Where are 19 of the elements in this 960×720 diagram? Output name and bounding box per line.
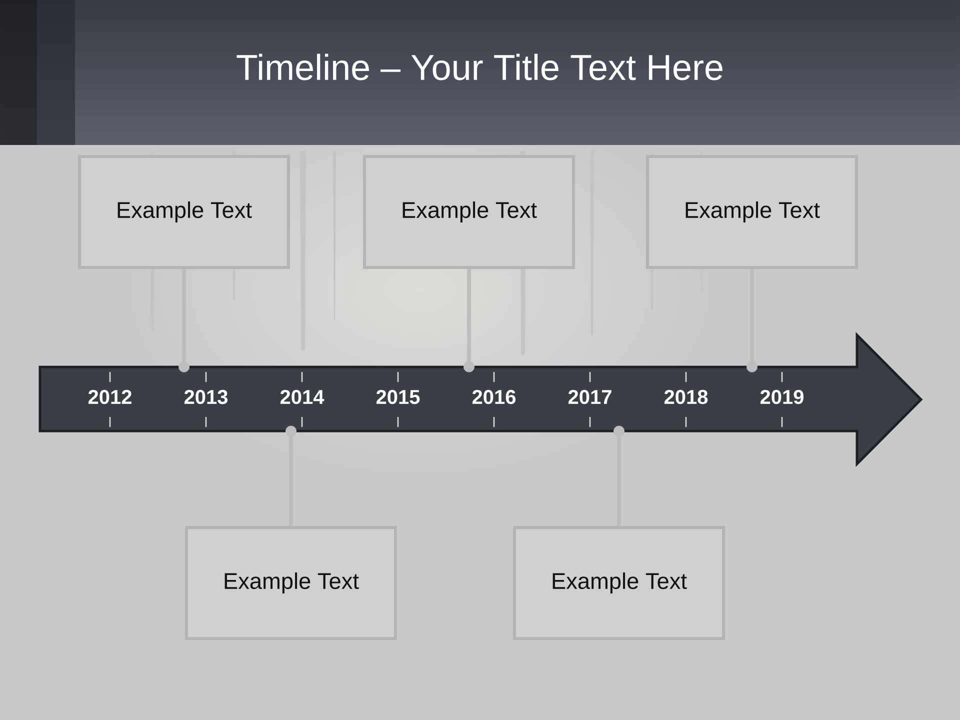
connector-line	[614, 426, 624, 526]
connector-line	[286, 426, 296, 526]
year-label: 2016	[472, 390, 516, 404]
title: Timeline – Your Title Text Here	[236, 54, 722, 80]
year-label: 2013	[184, 390, 228, 404]
year-label: 2017	[568, 390, 612, 404]
text-box: Example Text	[513, 526, 725, 640]
year-label: 2015	[376, 390, 420, 404]
text-box: Example Text	[185, 526, 397, 640]
text-box: Example Text	[78, 155, 290, 269]
year-label: 2012	[88, 390, 132, 404]
year-label: 2014	[280, 390, 324, 404]
text-box: Example Text	[646, 155, 858, 269]
connector-line	[178, 269, 190, 372]
connector-line	[746, 269, 758, 372]
year-label: 2018	[664, 390, 708, 404]
connector-line	[464, 269, 474, 372]
year-label: 2019	[760, 390, 804, 404]
text-box: Example Text	[363, 155, 575, 269]
